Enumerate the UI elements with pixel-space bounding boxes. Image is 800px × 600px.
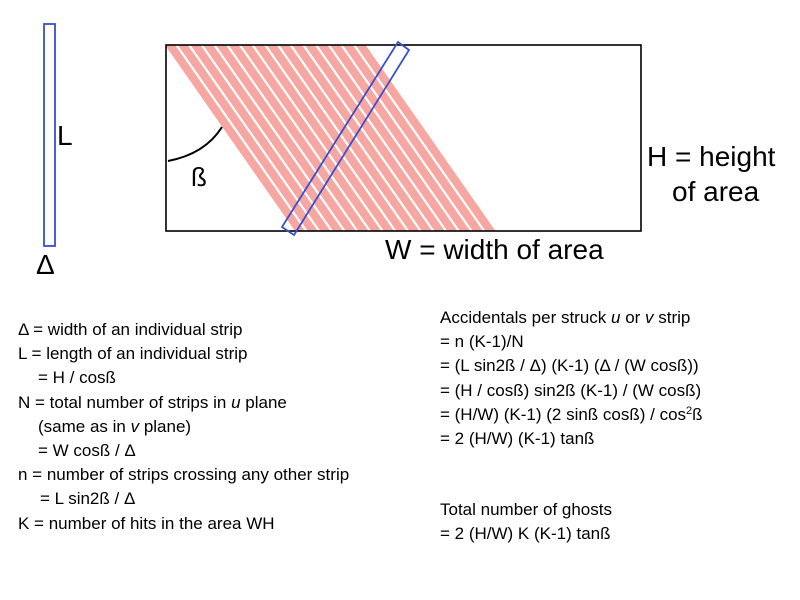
pink-strip <box>330 45 471 231</box>
def-length-eq: = H / cosß <box>38 368 116 388</box>
strip-width-label: Δ <box>36 249 55 280</box>
pink-strip <box>228 45 369 231</box>
strip-band <box>166 45 496 231</box>
pink-strip <box>279 45 420 231</box>
accidentals-step-5: = 2 (H/W) (K-1) tanß <box>440 428 595 448</box>
pink-strip <box>266 45 407 231</box>
def-total-strips-eq: = W cosß / Δ <box>38 440 136 460</box>
pink-strip <box>292 45 432 231</box>
height-label-line2: of area <box>672 176 760 207</box>
pink-strip <box>355 45 496 231</box>
def-crossing-strips-eq: = L sin2ß / Δ <box>40 489 136 509</box>
pink-strip <box>177 45 318 231</box>
pink-strip <box>342 45 483 231</box>
def-delta: Δ = width of an individual strip <box>18 320 243 339</box>
def-total-strips-note: (same as in v plane) <box>38 416 192 436</box>
accidentals-step-1: = n (K-1)/N <box>440 332 524 352</box>
pink-strip <box>253 45 394 231</box>
single-strip-outline <box>280 40 411 237</box>
height-label-line1: H = height <box>647 141 776 172</box>
accidentals-block: Accidentals per struck u or v strip = n … <box>440 306 703 451</box>
accidentals-step-2: = (L sin2ß / Δ) (K-1) (Δ / (W cosß)) <box>440 356 699 376</box>
def-crossing-strips: n = number of strips crossing any other … <box>18 465 350 485</box>
beta-angle-arc <box>167 126 223 162</box>
pink-strip <box>166 45 305 231</box>
definitions-block: Δ = width of an individual strip L = len… <box>18 318 349 536</box>
accidentals-title: Accidentals per struck u or v strip <box>440 308 691 327</box>
def-length: L = length of an individual strip <box>18 344 248 364</box>
vertical-strip <box>43 23 56 247</box>
angle-beta-label: ß <box>191 162 207 192</box>
pink-strip <box>317 45 458 231</box>
strip-length-label: L <box>57 120 73 151</box>
accidentals-step-3: = (H / cosß) sin2ß (K-1) / (W cosß) <box>440 380 702 400</box>
pink-strip <box>215 45 356 231</box>
accidentals-step-4: = (H/W) (K-1) (2 sinß cosß) / cos2ß <box>440 404 703 424</box>
ghosts-title: Total number of ghosts <box>440 500 612 519</box>
ghosts-formula: = 2 (H/W) K (K-1) tanß <box>440 524 611 544</box>
def-hits: K = number of hits in the area WH <box>18 513 275 533</box>
def-total-strips: N = total number of strips in u plane <box>18 392 287 412</box>
pink-strip <box>190 45 331 231</box>
pink-strip <box>304 45 445 231</box>
ghosts-block: Total number of ghosts = 2 (H/W) K (K-1)… <box>440 498 612 546</box>
pink-strip <box>241 45 382 231</box>
width-label: W = width of area <box>385 234 604 265</box>
